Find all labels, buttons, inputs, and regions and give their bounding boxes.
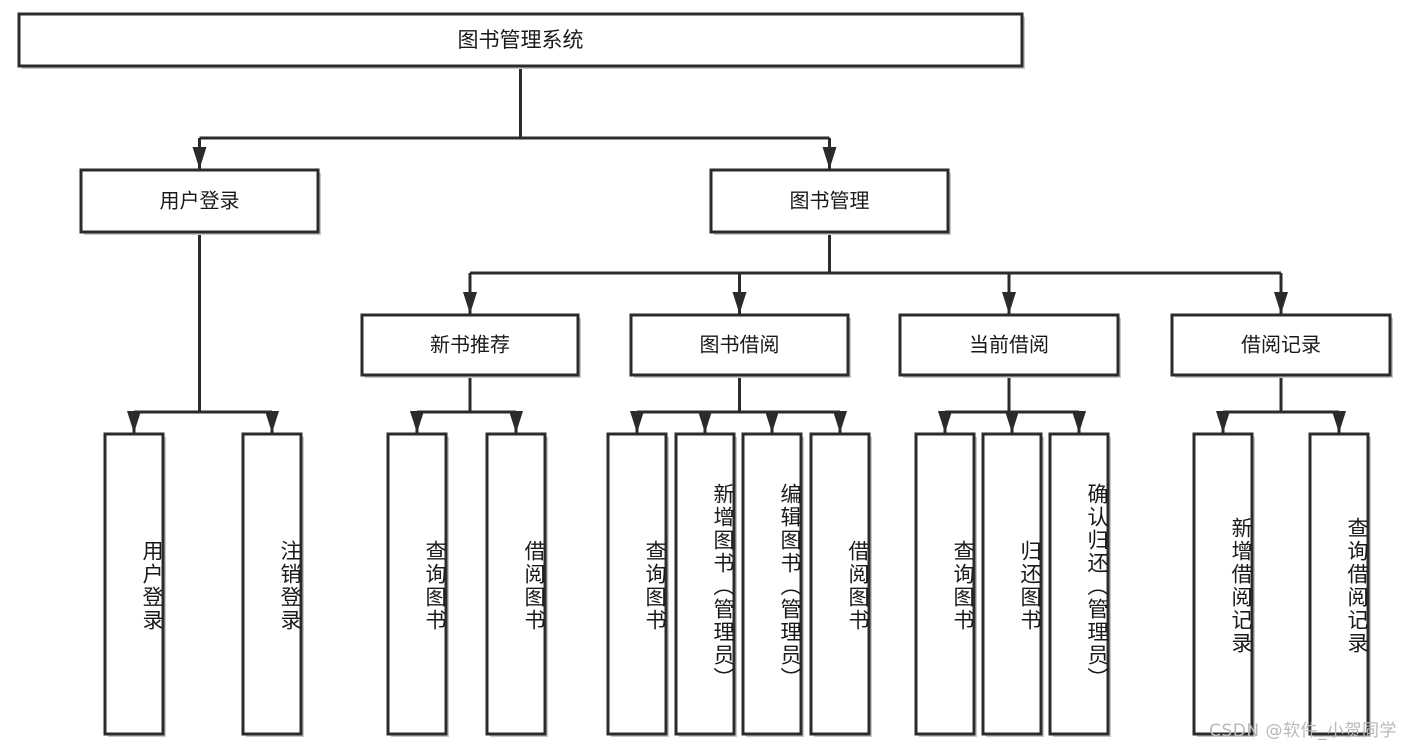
- arrow-head-icon-leaf-query-book-3: [938, 411, 952, 433]
- arrow-head-icon-borrow-record: [1274, 292, 1288, 314]
- arrow-head-icon-current-borrow: [1002, 292, 1016, 314]
- arrow-head-icon-leaf-query-book-2: [630, 411, 644, 433]
- arrow-head-icon-leaf-borrow-book-1: [509, 411, 523, 433]
- node-borrow-record[interactable]: 借阅记录: [1170, 313, 1393, 378]
- arrow-head-icon-user-login: [192, 147, 207, 169]
- node-book-borrow[interactable]: 图书借阅: [629, 313, 851, 378]
- node-book-manage-label: 图书管理: [790, 189, 870, 213]
- node-root[interactable]: 图书管理系统: [17, 12, 1025, 69]
- arrow-head-icon-leaf-user-logout: [265, 411, 279, 433]
- node-leaf-borrow-book-1[interactable]: [485, 432, 548, 737]
- arrow-head-icon-leaf-query-record: [1332, 411, 1346, 433]
- node-leaf-query-record[interactable]: [1308, 432, 1371, 737]
- arrow-head-icon-leaf-confirm-return: [1072, 411, 1086, 433]
- node-leaf-return-book[interactable]: [981, 432, 1044, 737]
- node-leaf-query-book-3[interactable]: [914, 432, 977, 737]
- node-current-borrow-label: 当前借阅: [969, 333, 1049, 357]
- arrow-head-icon-book-borrow: [732, 292, 747, 314]
- watermark-text: CSDN @软件_小贺同学: [1209, 721, 1397, 741]
- node-leaf-edit-book[interactable]: [741, 432, 804, 737]
- arrow-head-icon-leaf-query-book-1: [410, 411, 424, 433]
- arrow-head-icon-leaf-user-login: [127, 411, 141, 433]
- node-new-book-rec[interactable]: 新书推荐: [360, 313, 581, 378]
- arrow-head-icon-leaf-add-book: [698, 411, 712, 433]
- node-leaf-query-book-2[interactable]: [606, 432, 669, 737]
- node-current-borrow[interactable]: 当前借阅: [898, 313, 1121, 378]
- arrow-head-icon-leaf-borrow-book-2: [833, 411, 847, 433]
- node-leaf-user-login[interactable]: [103, 432, 166, 737]
- node-leaf-confirm-return[interactable]: [1048, 432, 1111, 737]
- node-leaf-borrow-book-2[interactable]: [809, 432, 872, 737]
- arrow-head-icon-leaf-edit-book: [765, 411, 779, 433]
- arrow-head-icon-leaf-return-book: [1005, 411, 1019, 433]
- node-leaf-user-logout[interactable]: [241, 432, 304, 737]
- node-leaf-add-book[interactable]: [674, 432, 737, 737]
- node-borrow-record-label: 借阅记录: [1241, 333, 1321, 357]
- node-user-login-label: 用户登录: [160, 189, 240, 213]
- arrow-head-icon-book-manage: [822, 147, 837, 169]
- node-leaf-add-record[interactable]: [1192, 432, 1255, 737]
- node-book-borrow-label: 图书借阅: [700, 333, 780, 357]
- node-leaf-query-book-1[interactable]: [386, 432, 449, 737]
- node-user-login[interactable]: 用户登录: [79, 168, 321, 235]
- arrow-head-icon-leaf-add-record: [1216, 411, 1230, 433]
- node-book-manage[interactable]: 图书管理: [709, 168, 951, 235]
- node-new-book-rec-label: 新书推荐: [430, 333, 510, 357]
- arrow-head-icon-new-book-rec: [463, 292, 477, 314]
- node-root-label: 图书管理系统: [458, 28, 584, 52]
